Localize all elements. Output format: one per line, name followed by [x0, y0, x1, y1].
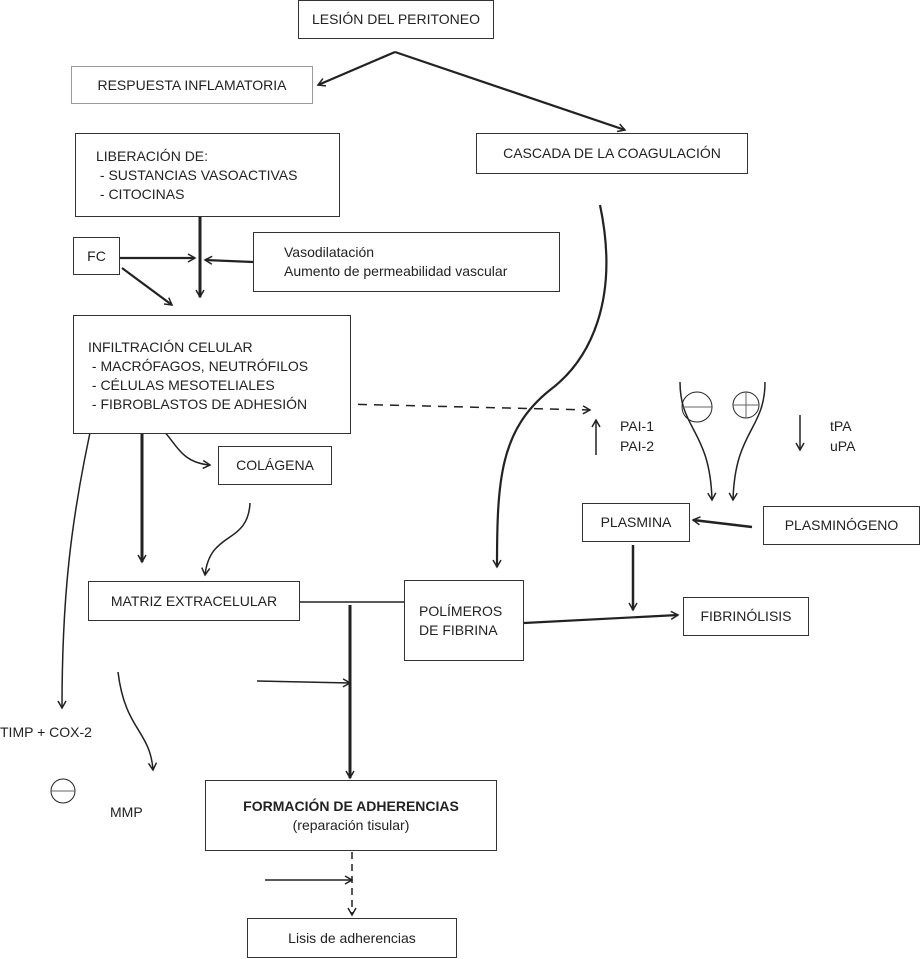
- node-fibrinolisis: FIBRINÓLISIS: [683, 597, 809, 636]
- label-pai1: PAI-1: [620, 418, 654, 434]
- curve-left: [679, 381, 717, 502]
- curve-right: [728, 381, 766, 502]
- node-colagena-label: COLÁGENA: [236, 457, 314, 473]
- node-polimeros: POLÍMEROS DE FIBRINA: [404, 580, 524, 661]
- infiltracion-item: - MACRÓFAGOS, NEUTRÓFILOS: [88, 358, 309, 374]
- arrow-to-respuesta: [316, 50, 396, 87]
- arrow-vaso-left: [203, 255, 254, 265]
- node-cascada-label: CASCADA DE LA COAGULACIÓN: [503, 145, 721, 161]
- vaso-line: Aumento de permeabilidad vascular: [284, 263, 508, 279]
- arrow-to-mmp: [117, 671, 158, 772]
- node-plasminogeno: PLASMINÓGENO: [763, 506, 920, 545]
- arrow-colagena-matriz: [201, 502, 251, 577]
- node-infiltracion: INFILTRACIÓN CELULAR - MACRÓFAGOS, NEUTR…: [73, 315, 351, 434]
- arrow-polimeros-fibrinolisis: [523, 610, 680, 625]
- node-plasminogeno-label: PLASMINÓGENO: [784, 517, 899, 533]
- node-colagena: COLÁGENA: [218, 446, 332, 485]
- label-pai2: PAI-2: [620, 438, 654, 454]
- arrow-cascada-polimeros: [492, 204, 608, 569]
- node-fibrinolisis-label: FIBRINÓLISIS: [700, 608, 792, 624]
- node-formacion: FORMACIÓN DE ADHERENCIAS (reparación tisu…: [205, 780, 497, 851]
- node-respuesta: RESPUESTA INFLAMATORIA: [71, 66, 313, 104]
- arrow-to-cascada: [394, 50, 627, 133]
- node-liberacion: LIBERACIÓN DE: - SUSTANCIAS VASOACTIVAS …: [75, 133, 340, 217]
- node-lisis-label: Lisis de adherencias: [288, 929, 416, 946]
- dashed-arrow-pai: [341, 403, 592, 415]
- polimeros-line: POLÍMEROS: [419, 602, 503, 619]
- polimeros-line: DE FIBRINA: [419, 621, 498, 638]
- label-upa: uPA: [830, 438, 856, 454]
- liberacion-item: - CITOCINAS: [96, 185, 185, 202]
- liberacion-item: - SUSTANCIAS VASOACTIVAS: [96, 166, 298, 183]
- node-cascada: CASCADA DE LA COAGULACIÓN: [476, 133, 748, 174]
- infiltracion-title: INFILTRACIÓN CELULAR: [88, 339, 253, 355]
- node-matriz-label: MATRIZ EXTRACELULAR: [110, 592, 278, 609]
- node-fc-label: FC: [87, 247, 106, 264]
- node-fc: FC: [73, 237, 120, 275]
- tpa-labels: tPA uPA: [830, 416, 855, 456]
- vaso-line: Vasodilatación: [284, 244, 375, 260]
- arrow-to-timp: [57, 409, 96, 710]
- infiltracion-item: - CÉLULAS MESOTELIALES: [88, 377, 275, 393]
- arrow-fc-down: [121, 267, 174, 306]
- label-timp: TIMP + COX-2: [0, 724, 92, 740]
- node-plasmina-label: PLASMINA: [600, 514, 672, 530]
- formacion-title: FORMACIÓN DE ADHERENCIAS: [243, 797, 459, 814]
- liberacion-title: LIBERACIÓN DE:: [96, 147, 209, 164]
- label-mmp: MMP: [110, 804, 143, 820]
- node-lesion-label: LESIÓN DEL PERITONEO: [311, 11, 481, 27]
- node-lesion: LESIÓN DEL PERITONEO: [298, 0, 494, 39]
- infiltracion-item: - FIBROBLASTOS DE ADHESIÓN: [88, 396, 308, 412]
- arrow-plasminogeno-plasmina: [691, 516, 753, 529]
- node-lisis: Lisis de adherencias: [247, 918, 457, 958]
- node-plasmina: PLASMINA: [582, 503, 690, 542]
- node-respuesta-label: RESPUESTA INFLAMATORIA: [97, 76, 287, 93]
- node-matriz: MATRIZ EXTRACELULAR: [88, 581, 300, 621]
- arrow-inhibit-formacion: [256, 678, 352, 688]
- label-tpa: tPA: [830, 418, 852, 434]
- formacion-subtitle: (reparación tisular): [292, 816, 410, 833]
